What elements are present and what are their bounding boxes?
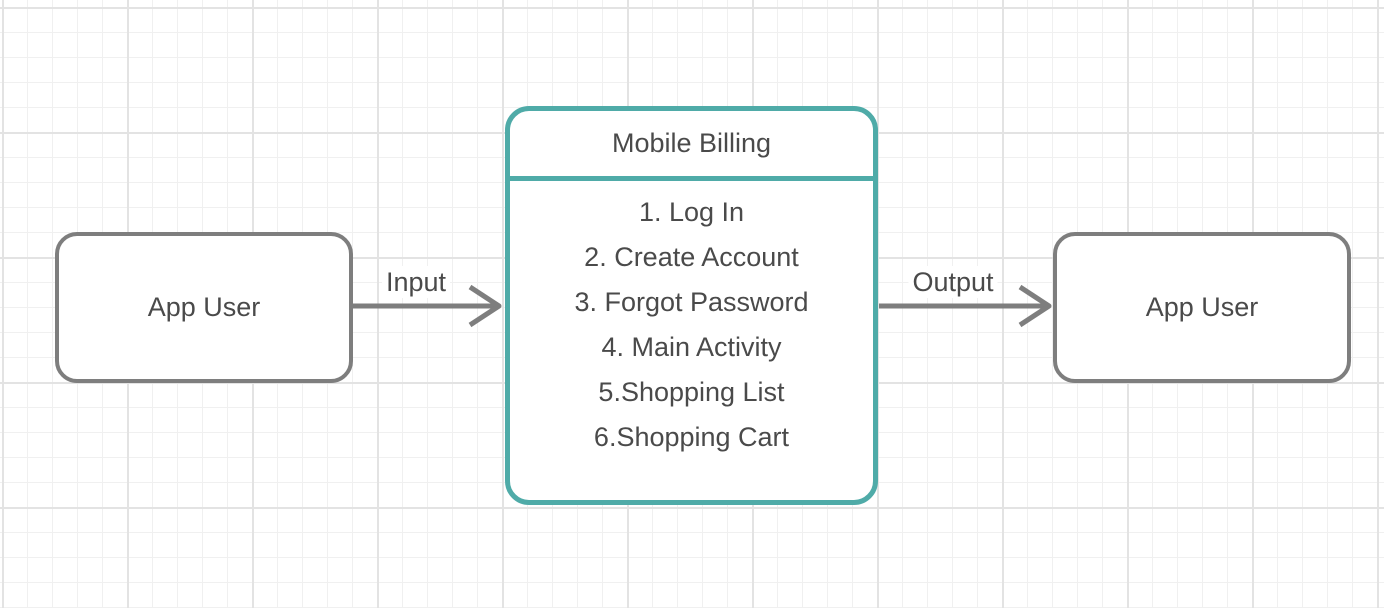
actor-node-left-label: App User [147,292,261,322]
output-edge-label[interactable]: Output [908,266,998,298]
process-step: 5.Shopping List [598,377,785,407]
process-title: Mobile Billing [510,111,873,181]
input-arrow[interactable] [351,284,505,328]
actor-node-right[interactable]: App User [1053,232,1351,383]
actor-node-left[interactable]: App User [55,232,353,383]
process-node[interactable]: Mobile Billing 1. Log In 2. Create Accou… [505,106,878,505]
process-step: 2. Create Account [584,242,799,272]
process-step: 3. Forgot Password [574,287,809,317]
process-step: 1. Log In [638,197,745,227]
process-step: 6.Shopping Cart [593,422,790,452]
process-step-list: 1. Log In 2. Create Account 3. Forgot Pa… [510,181,873,500]
process-step: 4. Main Activity [601,332,782,362]
actor-node-right-label: App User [1145,292,1259,322]
output-arrow[interactable] [879,284,1055,328]
input-edge-label[interactable]: Input [381,266,451,298]
